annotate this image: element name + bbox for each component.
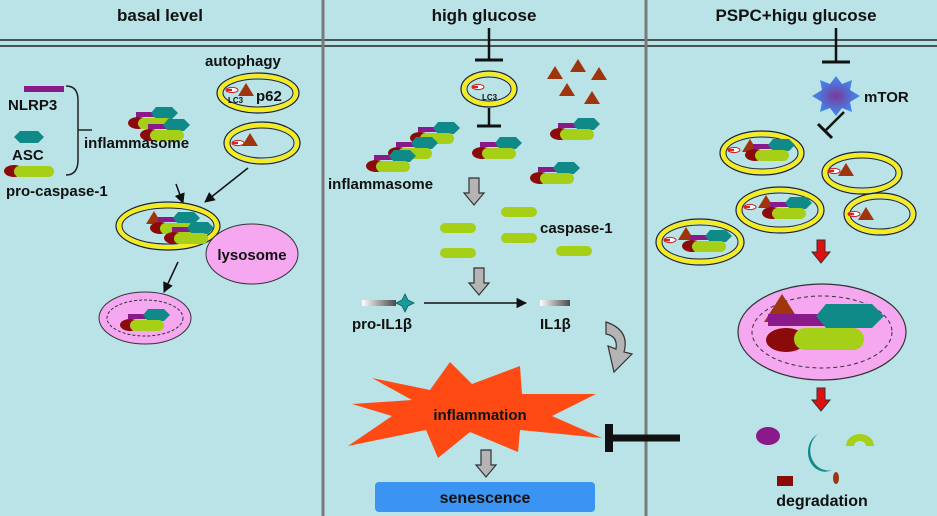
- mtor-star-icon: [812, 76, 860, 116]
- autophagosome-ring: [216, 72, 300, 114]
- flow-arrow: [163, 261, 179, 293]
- degraded-p62-fragment: [833, 472, 839, 484]
- inflammasome-complex: [472, 137, 522, 159]
- nlrp3-shape: [24, 86, 64, 92]
- lc3-marker: [471, 83, 485, 91]
- procaspase-label: pro-caspase-1: [6, 183, 108, 200]
- degraded-nlrp3-fragment: [756, 427, 780, 445]
- p62-triangle: [559, 83, 575, 96]
- autophagosome-ring: [223, 121, 301, 165]
- red-down-arrow: [811, 387, 831, 412]
- p62-triangle: [570, 59, 586, 72]
- lc3-label: LC3: [228, 96, 244, 105]
- gray-down-arrow: [463, 177, 485, 206]
- autophagosome-ring: [115, 201, 221, 251]
- asc-shape: [816, 304, 884, 328]
- caspase1-bar: [501, 233, 537, 243]
- panel-title-pspc: PSPC+higu glucose: [715, 6, 876, 25]
- p62-label: p62: [256, 88, 282, 105]
- panel-title-basal: basal level: [117, 6, 203, 25]
- autophagosome-with-cargo: [843, 192, 917, 236]
- il1b-label: IL1β: [540, 316, 571, 333]
- p62-triangle: [242, 133, 258, 146]
- caspase1-bar: [440, 248, 476, 258]
- degradation-label: degradation: [776, 493, 868, 510]
- autolysosome-inner-membrane: [106, 299, 184, 337]
- senescence-label: senescence: [440, 490, 531, 507]
- nlrp3-label: NLRP3: [8, 97, 57, 114]
- lc3-marker: [231, 139, 245, 147]
- senescence-box: [375, 482, 595, 512]
- procaspase-shape: [794, 328, 864, 350]
- autophagosome-ring: [218, 74, 298, 112]
- pspc-panel: mTOR: [655, 28, 917, 510]
- p62-triangle: [238, 83, 254, 96]
- autophagosome-ring: [229, 127, 295, 159]
- inflammasome-label-2: inflammasome: [328, 176, 433, 193]
- caspase1-label: caspase-1: [540, 220, 613, 237]
- autophagosome-ring: [460, 70, 518, 108]
- inflammasome-complex: [530, 162, 580, 184]
- degraded-asc-fragment: [807, 434, 832, 472]
- degraded-fragment: [777, 476, 793, 486]
- panel-title-high-glucose: high glucose: [432, 6, 537, 25]
- autophagosome-ring: [121, 207, 215, 245]
- autophagosome-with-cargo: [719, 130, 805, 176]
- high-glucose-panel: LC3 inflammasome caspase-1 pro-IL1β I: [328, 28, 634, 512]
- lc3-marker: [225, 86, 239, 94]
- curved-gray-arrow: [605, 321, 634, 374]
- il1b-shape: [540, 300, 570, 306]
- flow-arrow: [204, 167, 249, 203]
- caspase1-bar: [501, 207, 537, 217]
- degraded-caspase-fragment: [846, 434, 874, 446]
- autophagosome-ring: [466, 76, 512, 102]
- red-down-arrow: [811, 239, 831, 264]
- autophagosome-with-cargo: [735, 186, 825, 234]
- inhibition-line: [825, 111, 845, 131]
- pro-il1b-label: pro-IL1β: [352, 316, 412, 333]
- autophagosome-with-cargo: [821, 151, 903, 195]
- p62-triangle: [584, 91, 600, 104]
- inflammasome-complex: [550, 118, 600, 140]
- inflammation-burst: [348, 362, 602, 458]
- autophagosome-with-cargo: [655, 218, 745, 266]
- autophagy-label: autophagy: [205, 53, 281, 70]
- inhibition-bar: [816, 122, 834, 140]
- autolysosome-inner-membrane: [751, 295, 893, 369]
- caspase1-bar: [440, 223, 476, 233]
- lysosome-label: lysosome: [217, 247, 286, 264]
- mtor-label: mTOR: [864, 89, 909, 106]
- asc-shape: [14, 131, 44, 143]
- pro-il1b-tail: [362, 300, 396, 306]
- p62-triangle: [547, 66, 563, 79]
- pro-il1b-star-icon: [395, 293, 415, 313]
- flow-arrow: [174, 183, 185, 204]
- bracket-line: [65, 85, 79, 176]
- basal-panel: NLRP3 ASC pro-caspase-1 inflammasome aut…: [4, 53, 301, 345]
- gray-down-arrow: [468, 267, 490, 296]
- gray-down-arrow: [475, 449, 497, 478]
- autophagosome-ring: [117, 203, 219, 249]
- asc-label: ASC: [12, 147, 44, 164]
- autophagosome-ring: [222, 78, 294, 108]
- inflammasome-label: inflammasome: [84, 135, 189, 152]
- autophagosome-ring: [462, 72, 516, 106]
- caspase1-bar: [556, 246, 592, 256]
- autophagosome-ring: [225, 123, 299, 163]
- procaspase-shape: [14, 166, 54, 177]
- lc3-label-2: LC3: [482, 93, 498, 102]
- inflammation-label: inflammation: [433, 407, 526, 424]
- p62-triangle: [591, 67, 607, 80]
- lysosome: [205, 223, 299, 285]
